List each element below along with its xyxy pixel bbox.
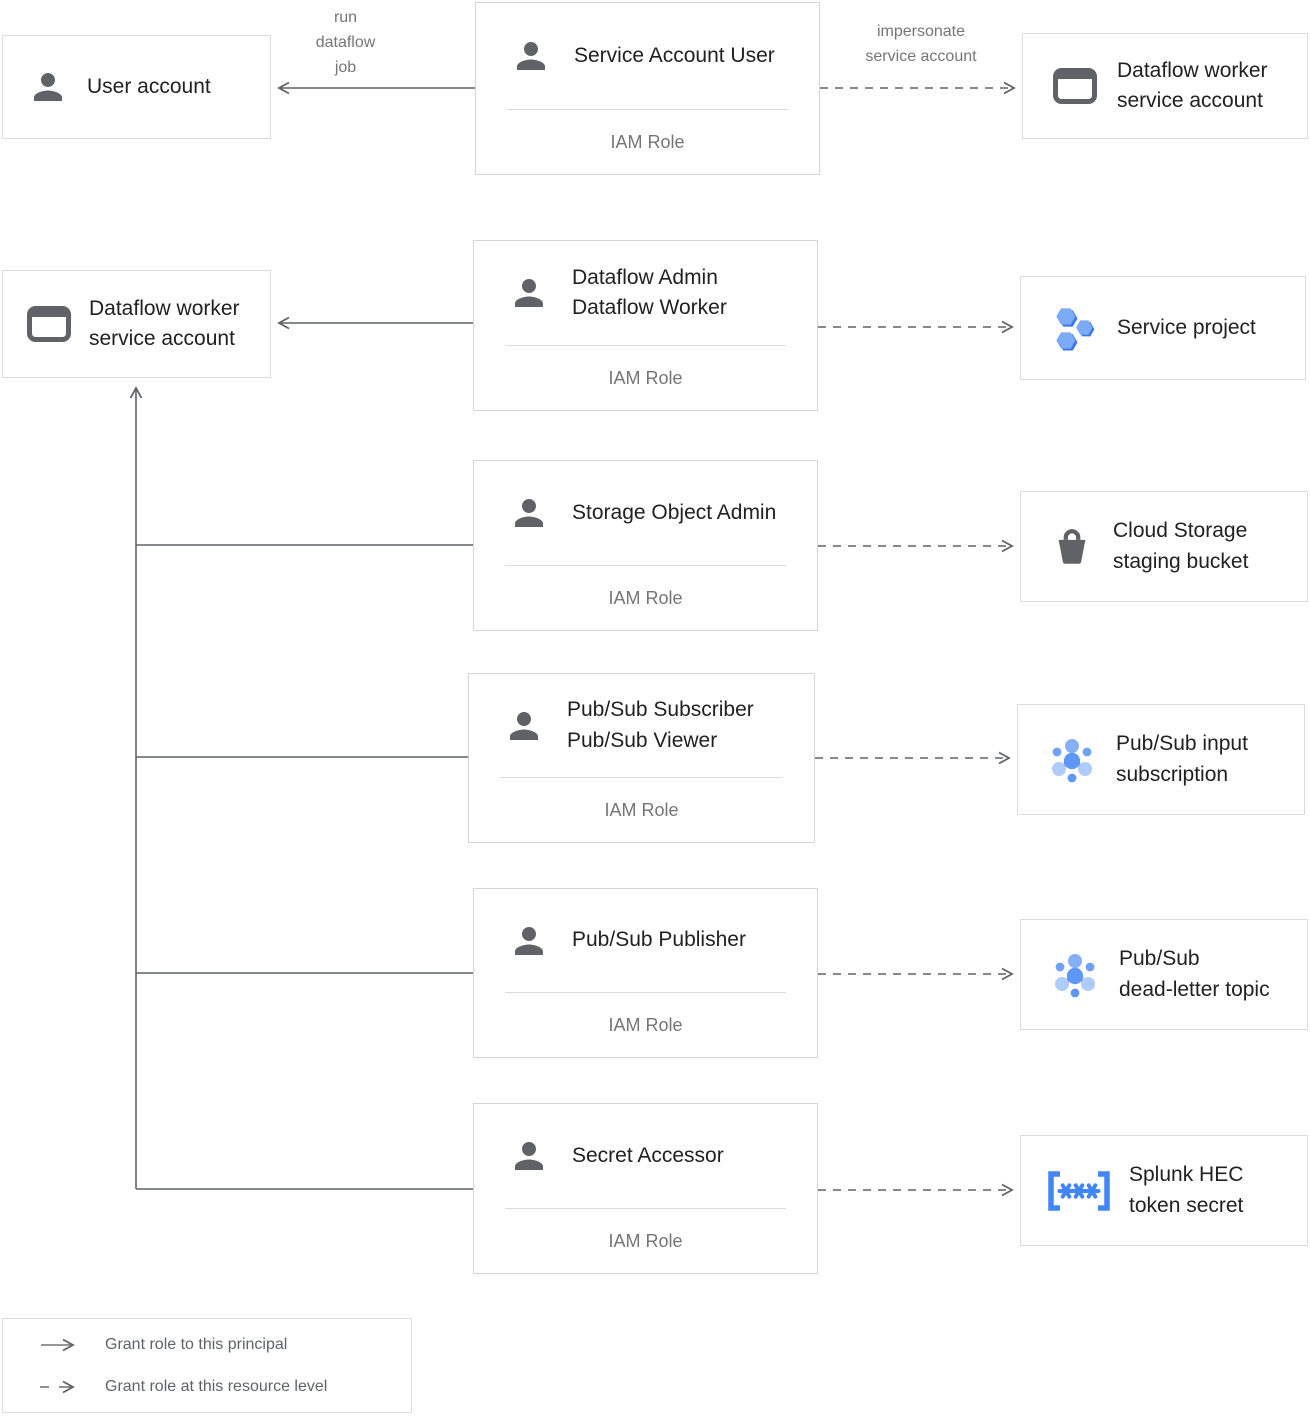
role-box-pubsub-publisher: Pub/Sub Publisher IAM Role — [473, 888, 818, 1058]
node-dataflow-worker-sa-top: Dataflow worker service account — [1022, 33, 1308, 139]
role-title: Storage Object Admin — [572, 500, 777, 524]
role-box-secret-accessor: Secret Accessor IAM Role — [473, 1103, 818, 1274]
role-subtitle: IAM Role — [608, 587, 683, 608]
legend-row-solid: Grant role to this principal — [3, 1329, 411, 1361]
role-title: Dataflow Admin Dataflow Worker — [572, 265, 727, 319]
divider — [505, 565, 786, 566]
person-icon — [503, 705, 545, 747]
divider — [505, 992, 786, 993]
role-title: Service Account User — [574, 43, 775, 67]
storage-bucket-icon — [1051, 526, 1093, 568]
edge-label-impersonate-service-account: impersonate service account — [865, 23, 977, 65]
person-icon — [508, 492, 550, 534]
role-title: Pub/Sub Subscriber Pub/Sub Viewer — [567, 698, 754, 752]
role-subtitle: IAM Role — [604, 799, 679, 820]
role-subtitle: IAM Role — [608, 1230, 683, 1251]
role-box-service-account-user: Service Account User IAM Role — [475, 2, 820, 175]
legend-label: Grant role to this principal — [105, 1335, 288, 1353]
node-dataflow-worker-sa-left: Dataflow worker service account — [2, 270, 271, 378]
person-icon — [508, 272, 550, 314]
node-pubsub-dead-letter-topic: Pub/Sub dead-letter topic — [1020, 919, 1308, 1030]
service-account-card-icon — [1053, 68, 1097, 104]
person-icon — [508, 920, 550, 962]
role-subtitle: IAM Role — [608, 1014, 683, 1035]
node-label: Dataflow worker service account — [1117, 58, 1268, 112]
role-box-dataflow-admin-worker: Dataflow Admin Dataflow Worker IAM Role — [473, 240, 818, 411]
node-label: Service project — [1117, 315, 1256, 339]
node-cloud-storage-staging-bucket: Cloud Storage staging bucket — [1020, 491, 1308, 602]
divider — [505, 1208, 786, 1209]
node-user-account: User account — [2, 35, 271, 139]
node-label: Dataflow worker service account — [89, 296, 240, 350]
person-icon — [27, 66, 69, 108]
node-service-project: Service project — [1020, 276, 1306, 380]
edge-label-run-dataflow-job: run dataflow job — [315, 9, 376, 76]
node-label: Splunk HEC token secret — [1129, 1163, 1244, 1217]
legend-row-dashed: Grant role at this resource level — [3, 1371, 411, 1403]
legend-label: Grant role at this resource level — [105, 1377, 328, 1395]
secret-asterisks-icon — [1045, 1170, 1113, 1212]
role-title: Pub/Sub Publisher — [572, 928, 746, 952]
divider — [500, 777, 783, 778]
role-box-pubsub-subscriber-viewer: Pub/Sub Subscriber Pub/Sub Viewer IAM Ro… — [468, 673, 815, 843]
pubsub-topology-icon — [1051, 951, 1099, 999]
node-pubsub-input-subscription: Pub/Sub input subscription — [1017, 704, 1305, 815]
role-subtitle: IAM Role — [610, 131, 685, 152]
role-title: Secret Accessor — [572, 1143, 724, 1167]
legend: Grant role to this principal Grant role … — [2, 1318, 412, 1413]
node-splunk-hec-token-secret: Splunk HEC token secret — [1020, 1135, 1308, 1246]
pubsub-topology-icon — [1048, 736, 1096, 784]
node-label: Pub/Sub dead-letter topic — [1119, 947, 1270, 1001]
service-account-card-icon — [27, 306, 71, 342]
node-label: User account — [87, 74, 211, 98]
solid-arrow-icon — [41, 1338, 75, 1351]
project-hexagons-icon — [1051, 305, 1097, 351]
node-label: Cloud Storage staging bucket — [1113, 519, 1249, 573]
person-icon — [508, 1135, 550, 1177]
dashed-arrow-icon — [40, 1380, 75, 1393]
person-icon — [510, 35, 552, 77]
role-box-storage-object-admin: Storage Object Admin IAM Role — [473, 460, 818, 631]
role-subtitle: IAM Role — [608, 367, 683, 388]
divider — [507, 109, 788, 110]
node-label: Pub/Sub input subscription — [1116, 732, 1248, 786]
divider — [505, 345, 786, 346]
